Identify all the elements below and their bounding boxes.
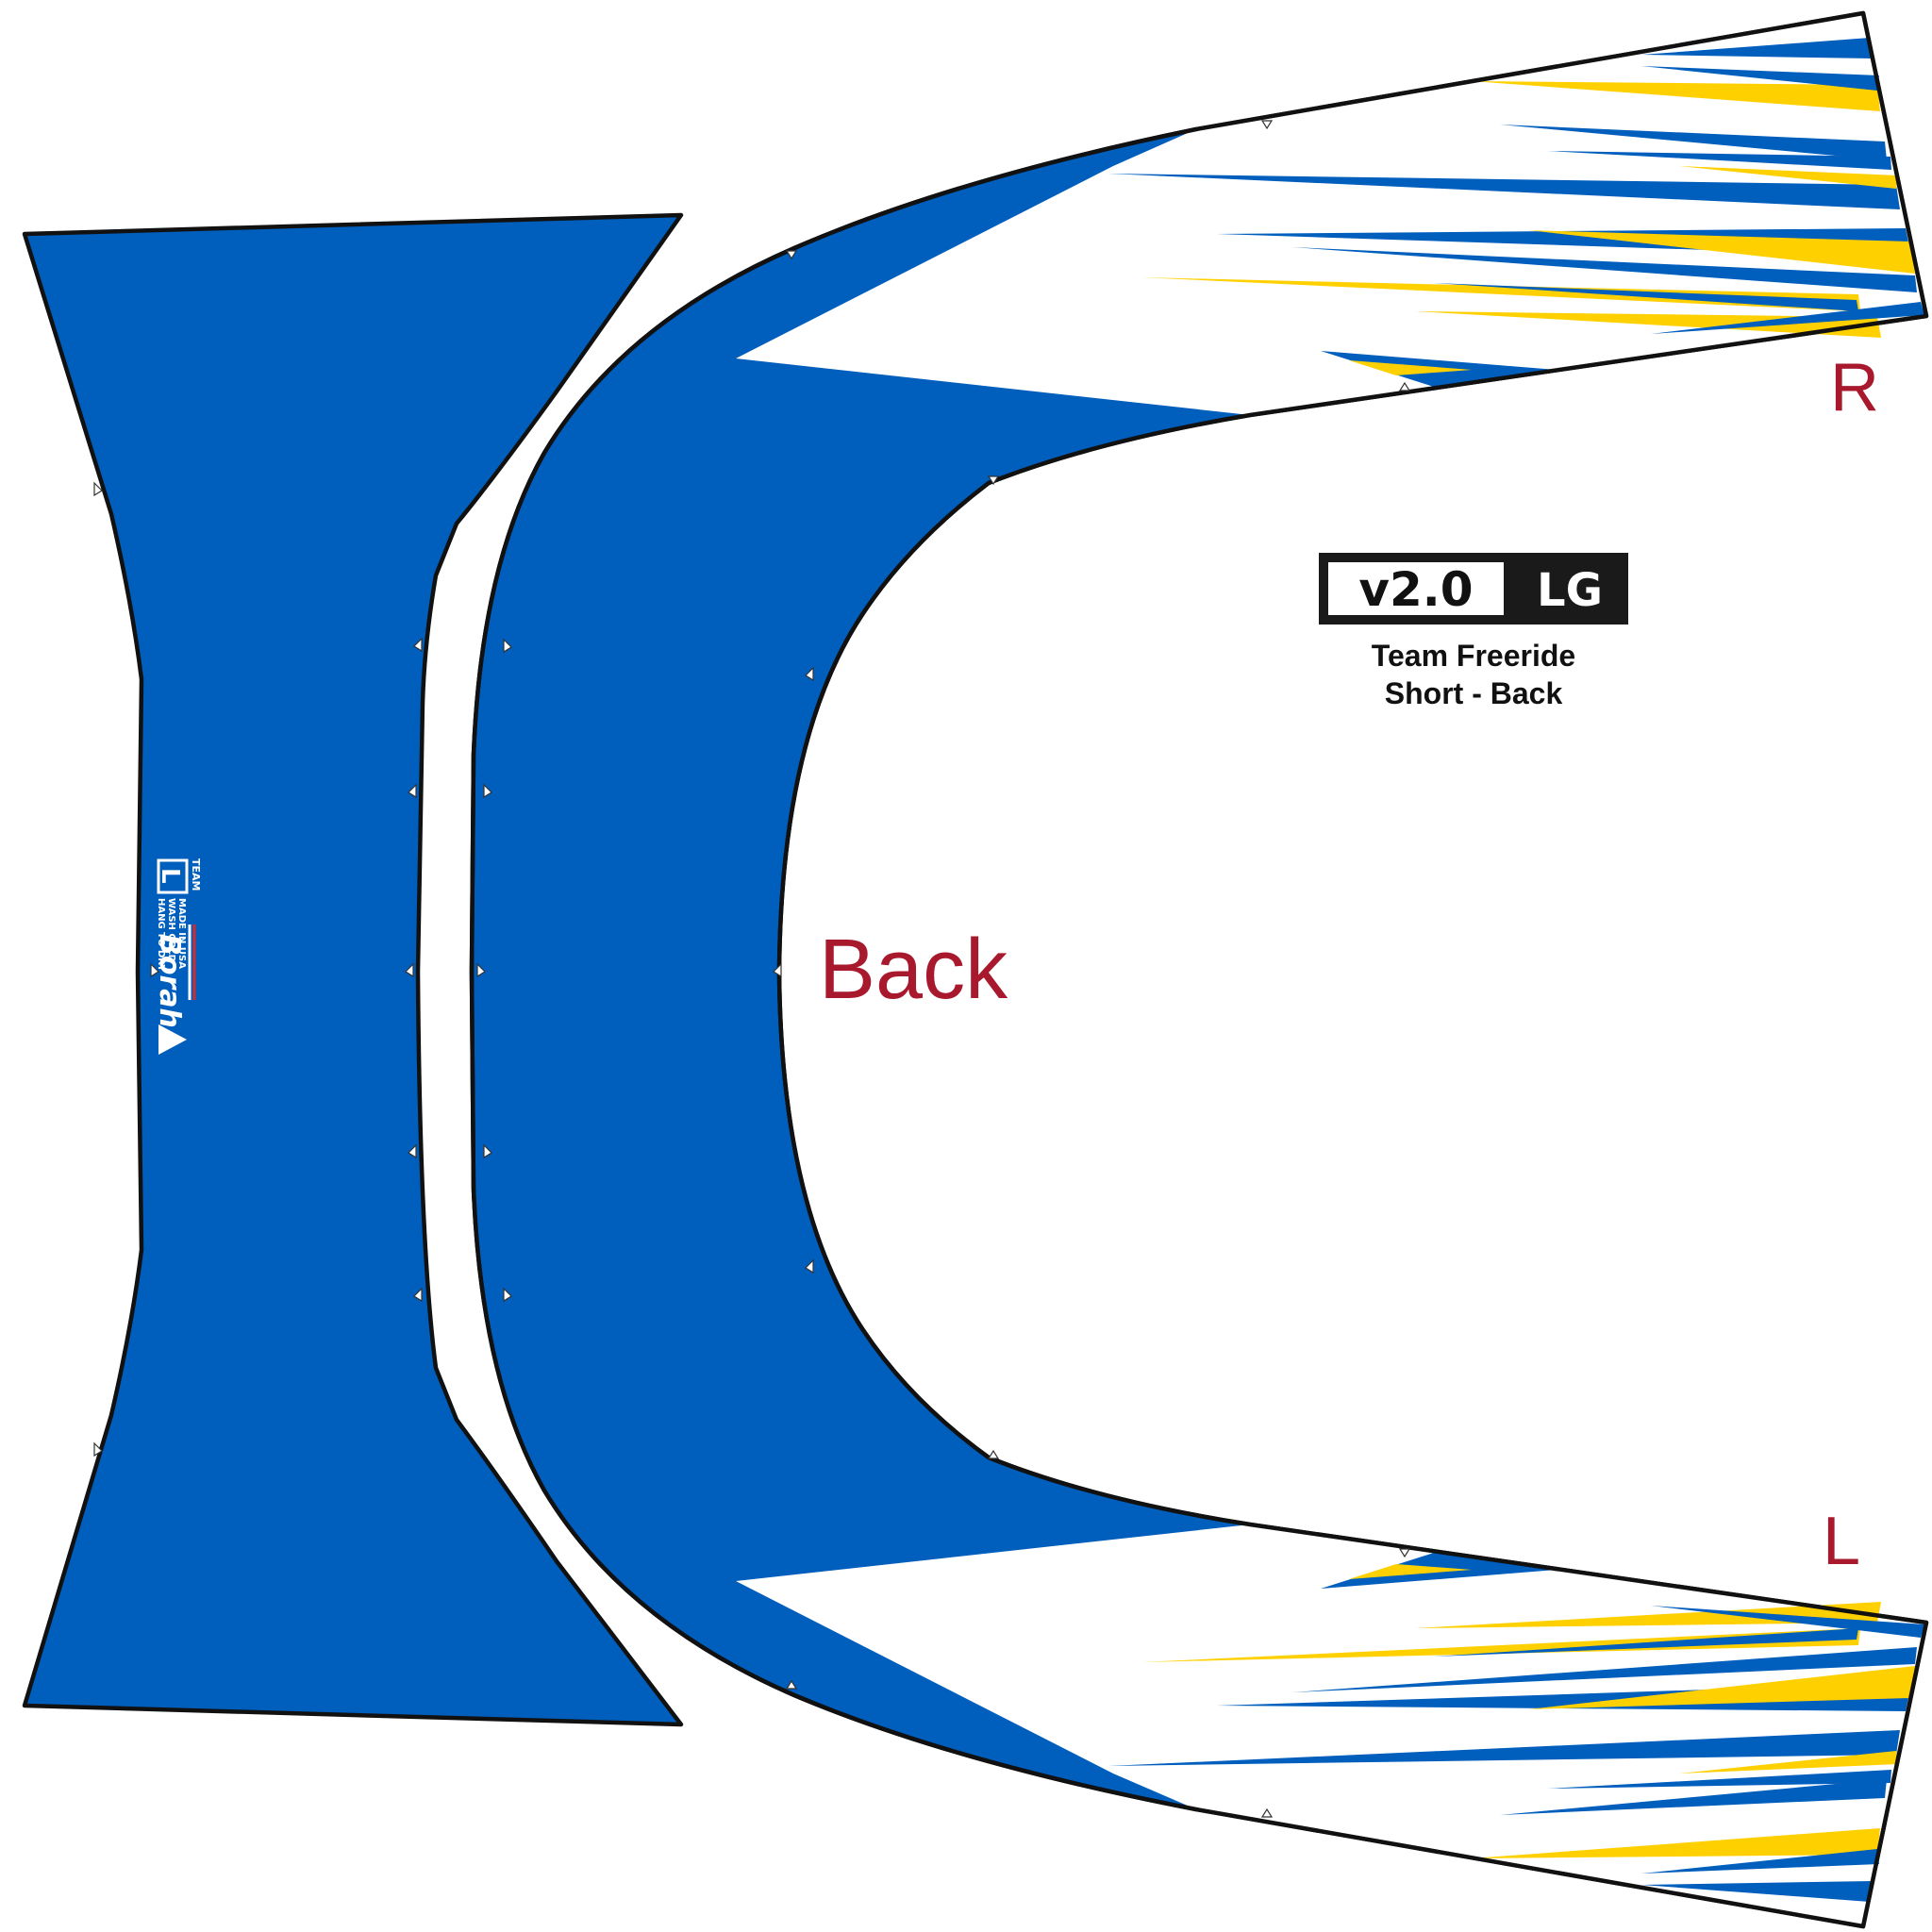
badge-caption-line1: Team Freeride [1372,639,1575,673]
back-panel-notches [476,120,1411,1818]
gusset-notches [93,481,423,1457]
brand-initial-text: L [156,868,184,884]
brand-logo-text: Borah [153,934,186,1028]
gusset-panel: TEAM L MADE IN USA WASH COLD HANG TO DRY… [22,212,684,1727]
mountain-icon [158,1024,187,1055]
brand-initial-box [157,858,189,894]
back-panel [469,10,1929,1929]
size-badge-version-box [1328,562,1504,615]
size-badge: v2.0 LG Team Freeride Short - Back [1319,553,1628,710]
back-panel-outline [469,10,1929,1929]
gusset-panel-shape [22,212,684,1727]
size-badge-version: v2.0 [1358,562,1473,617]
right-leg-streaks [1108,38,1924,387]
brand-line2: WASH COLD [166,898,176,962]
brand-team-text: TEAM [190,858,202,891]
brand-tag: TEAM L MADE IN USA WASH COLD HANG TO DRY… [153,858,202,1055]
brand-line3: HANG TO DRY [156,898,166,972]
back-label: Back [819,923,1008,1017]
badge-caption-line2: Short - Back [1385,676,1563,710]
brand-line1: MADE IN USA [176,898,187,969]
right-leg-label: R [1830,350,1879,425]
size-badge-size: LG [1537,564,1603,617]
left-leg-label: L [1823,1504,1860,1579]
